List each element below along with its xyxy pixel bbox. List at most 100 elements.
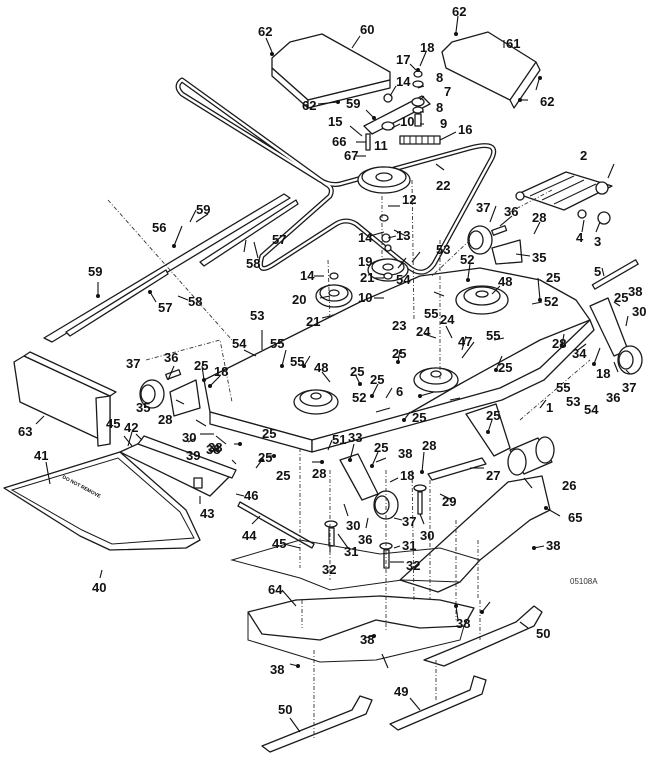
callout-54: 54 <box>396 272 411 287</box>
callout-62: 62 <box>258 24 272 39</box>
callout-25: 25 <box>374 440 388 455</box>
callout-33: 33 <box>348 430 362 445</box>
callout-41: 41 <box>34 448 48 463</box>
callout-62: 62 <box>302 98 316 113</box>
callout-leaders <box>35 15 631 733</box>
callout-25: 25 <box>412 410 426 425</box>
callout-48: 48 <box>314 360 328 375</box>
callout-57: 57 <box>158 300 172 315</box>
callout-53: 53 <box>566 394 580 409</box>
callout-20: 20 <box>292 292 306 307</box>
callout-47: 47 <box>458 334 472 349</box>
callout-53: 53 <box>436 242 450 257</box>
callout-66: 66 <box>332 134 346 149</box>
gauge-wheel-top-right <box>467 225 523 265</box>
idler-pulley-20 <box>315 284 353 308</box>
callout-46: 46 <box>244 488 258 503</box>
callout-18: 18 <box>400 468 414 483</box>
callout-11: 11 <box>374 138 388 153</box>
callout-12: 12 <box>402 192 416 207</box>
callout-5: 5 <box>594 264 601 279</box>
callout-25: 25 <box>194 358 208 373</box>
callout-15: 15 <box>328 114 342 129</box>
belt-cover-right <box>441 31 541 109</box>
gauge-wheel-front-center <box>339 453 399 520</box>
callout-38: 38 <box>456 616 470 631</box>
callout-26: 26 <box>562 478 576 493</box>
callout-38: 38 <box>360 632 374 647</box>
callout-55: 55 <box>556 380 570 395</box>
baffle-64 <box>247 595 475 663</box>
callout-22: 22 <box>436 178 450 193</box>
callout-55: 55 <box>486 328 500 343</box>
callout-56: 56 <box>152 220 166 235</box>
callout-36: 36 <box>606 390 620 405</box>
callout-10: 10 <box>400 114 414 129</box>
callout-59: 59 <box>196 202 210 217</box>
callout-52: 52 <box>460 252 474 267</box>
callout-30: 30 <box>346 518 360 533</box>
callout-21: 21 <box>360 270 374 285</box>
callout-3: 3 <box>594 234 601 249</box>
callout-55: 55 <box>270 336 284 351</box>
callout-55: 55 <box>424 306 438 321</box>
callout-31: 31 <box>344 544 358 559</box>
drive-belt <box>175 77 497 275</box>
callout-52: 52 <box>544 294 558 309</box>
callout-49: 49 <box>394 684 408 699</box>
callout-38: 38 <box>270 662 284 677</box>
callout-32: 32 <box>406 558 420 573</box>
callout-13: 13 <box>396 228 410 243</box>
callout-17: 17 <box>396 52 410 67</box>
callout-25: 25 <box>392 346 406 361</box>
chute-rod-44 <box>237 501 315 549</box>
callout-18: 18 <box>420 40 434 55</box>
callout-28: 28 <box>158 412 172 427</box>
callout-58: 58 <box>246 256 260 271</box>
callout-25: 25 <box>498 360 512 375</box>
callout-37: 37 <box>622 380 636 395</box>
callout-50: 50 <box>278 702 292 717</box>
callout-37: 37 <box>476 200 490 215</box>
callout-7: 7 <box>444 84 451 99</box>
callout-28: 28 <box>422 438 436 453</box>
callout-23: 23 <box>392 318 406 333</box>
callout-48: 48 <box>498 274 512 289</box>
baffle-center <box>230 539 481 591</box>
fastener-dots <box>96 32 596 668</box>
callout-42: 42 <box>124 420 138 435</box>
callout-36: 36 <box>504 204 518 219</box>
callout-25: 25 <box>262 426 276 441</box>
callout-64: 64 <box>268 582 283 597</box>
blade-50-right <box>423 605 543 667</box>
spindle-pulley-main <box>357 166 411 194</box>
callout-44: 44 <box>242 528 257 543</box>
idler-pulley-19 <box>367 258 409 282</box>
callout-38: 38 <box>208 440 222 455</box>
callout-36: 36 <box>164 350 178 365</box>
callout-62: 62 <box>452 4 466 19</box>
callout-31: 31 <box>402 538 416 553</box>
callout-2: 2 <box>580 148 587 163</box>
callout-37: 37 <box>402 514 416 529</box>
callout-51: 51 <box>332 432 346 447</box>
callout-24: 24 <box>416 324 431 339</box>
callout-14: 14 <box>396 74 411 89</box>
callout-43: 43 <box>200 506 214 521</box>
callout-28: 28 <box>312 466 326 481</box>
callout-25: 25 <box>258 450 272 465</box>
callout-25: 25 <box>546 270 560 285</box>
callout-24: 24 <box>440 312 455 327</box>
callout-30: 30 <box>182 430 196 445</box>
callout-labels: 62 60 62 61 17 18 14 8 7 62 59 8 62 10 9… <box>18 4 646 717</box>
callout-60: 60 <box>360 22 374 37</box>
callout-35: 35 <box>136 400 150 415</box>
callout-32: 32 <box>322 562 336 577</box>
callout-63: 63 <box>18 424 32 439</box>
spindle-48-left <box>293 389 339 415</box>
callout-36: 36 <box>358 532 372 547</box>
callout-58: 58 <box>188 294 202 309</box>
callout-19: 19 <box>358 254 372 269</box>
callout-10: 10 <box>358 290 372 305</box>
